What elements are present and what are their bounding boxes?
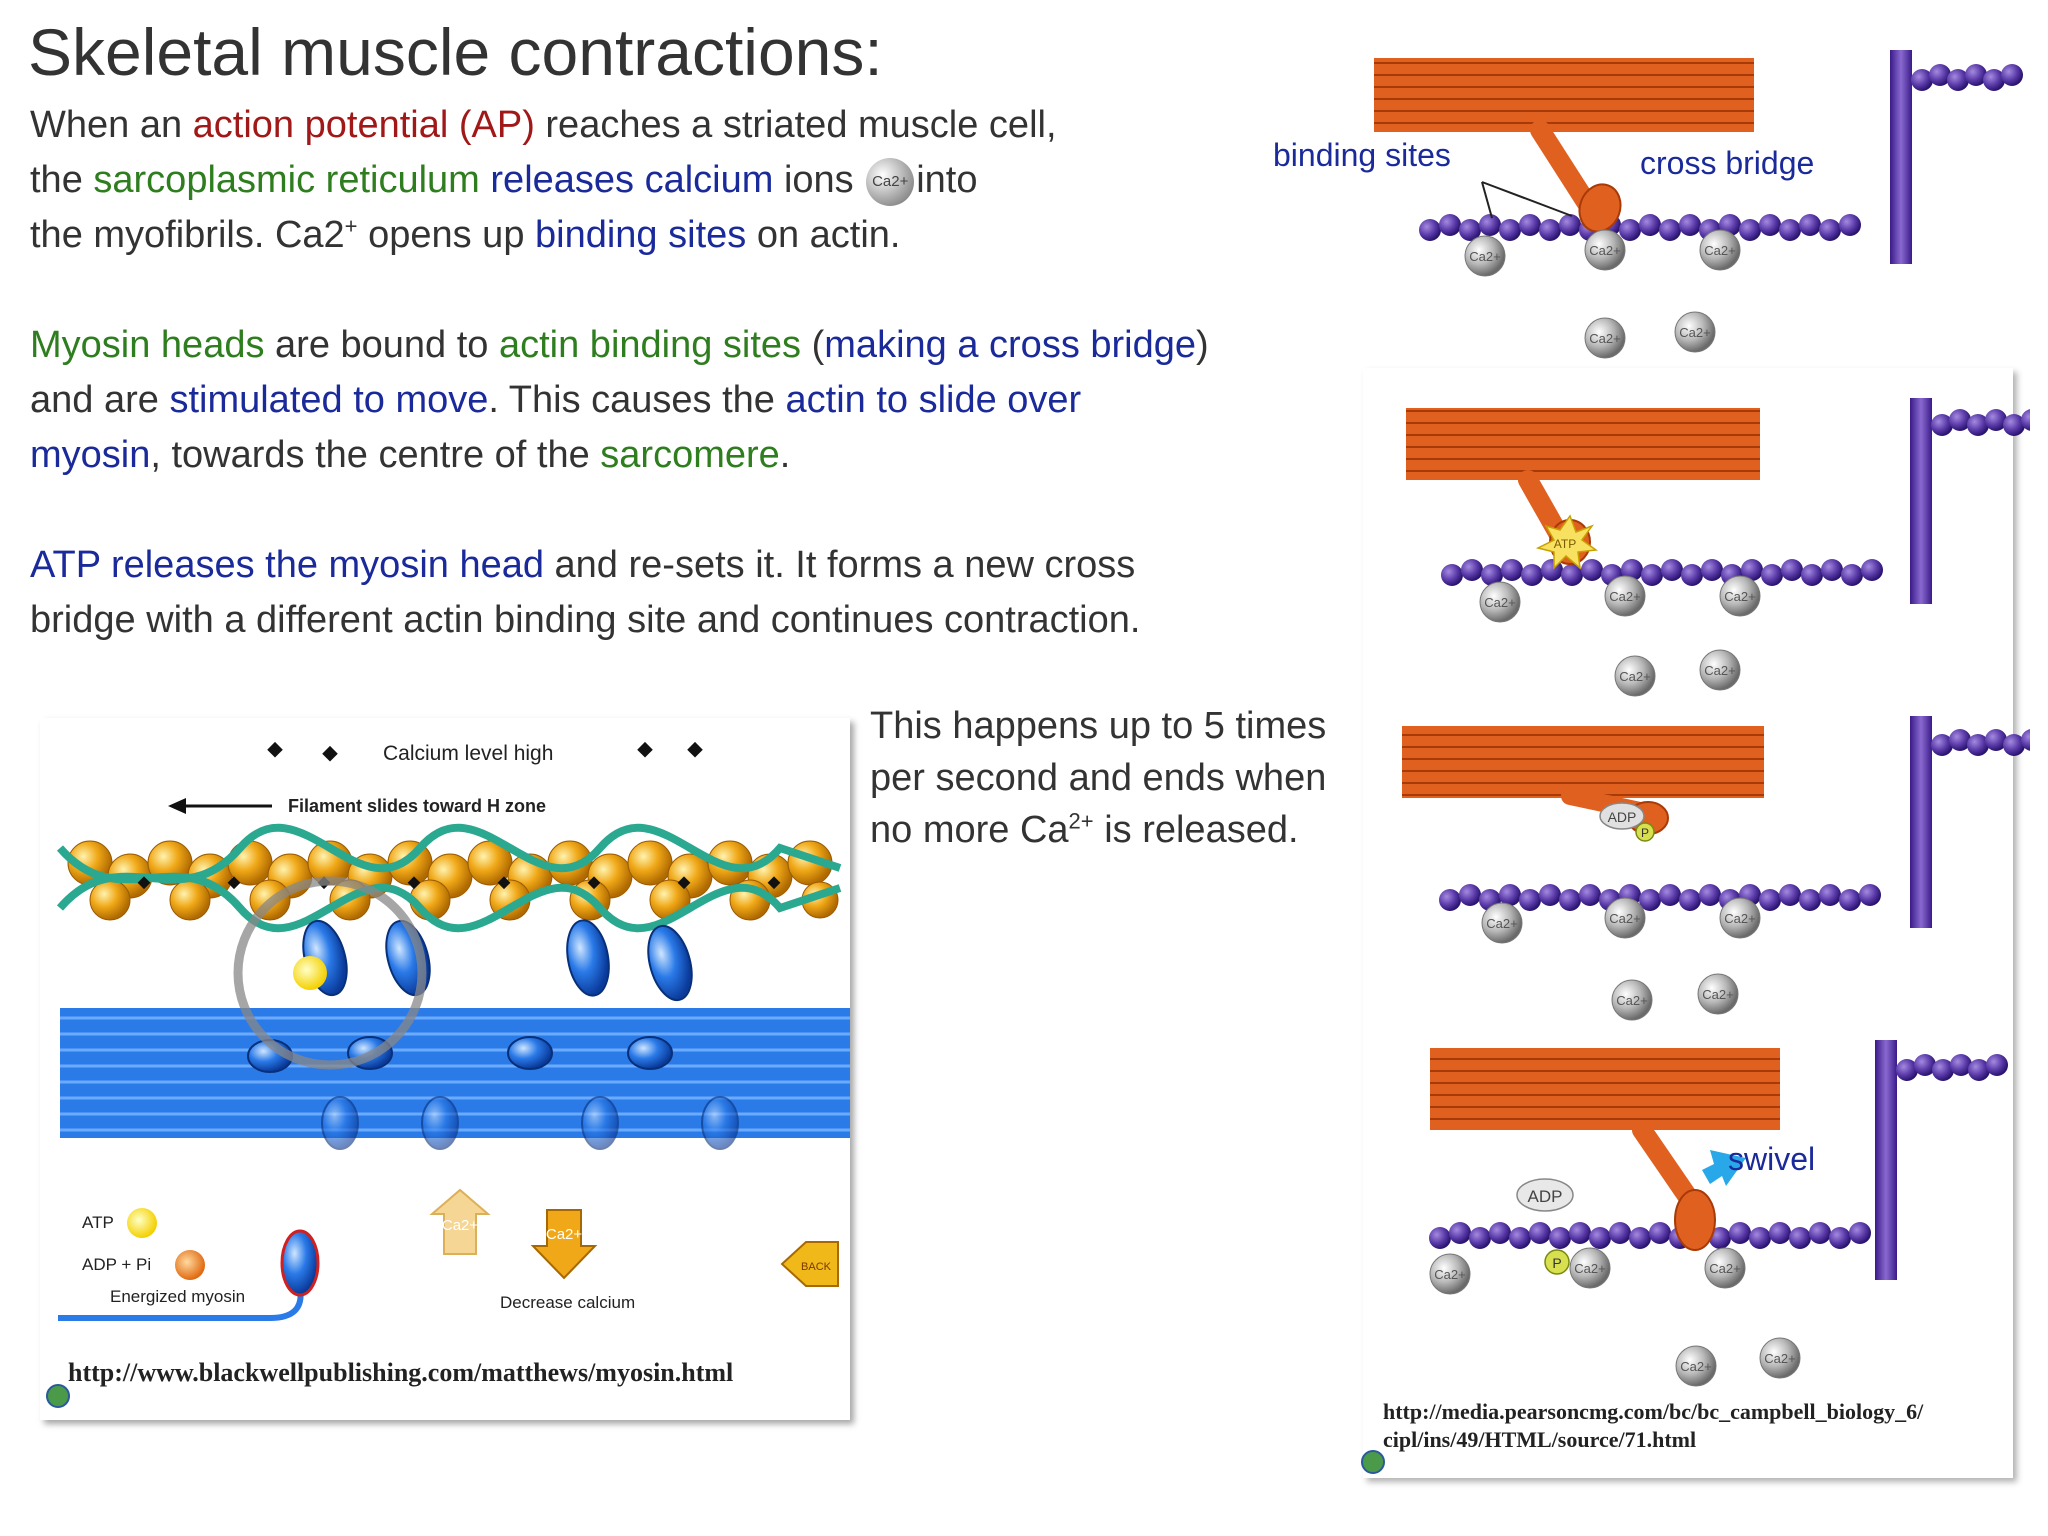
globe-icon-right [1361,1450,1385,1474]
energized-myosin-icon [58,1229,320,1321]
calcium-ion-labels: Ca2+ Ca2+ Ca2+ Ca2+ Ca2+ Ca2+ Ca2+ Ca2+ Ca2+ C… [1434,243,1795,1374]
svg-text:Ca2+: Ca2+ [1616,993,1647,1008]
back-button[interactable]: BACK [780,1241,839,1287]
svg-text:Ca2+: Ca2+ [1434,1267,1465,1282]
stage-2-atp: ATP [1406,398,2043,697]
adp-released-icon [1516,1178,1574,1212]
svg-text:Ca2+: Ca2+ [1609,589,1640,604]
term-actin-slide: actin to slide over [785,379,1082,421]
svg-text:Ca2+: Ca2+ [1574,1261,1605,1276]
legend-adp-icon [175,1250,205,1280]
svg-text:Ca2+: Ca2+ [1679,325,1710,340]
svg-text:Ca2+: Ca2+ [1609,911,1640,926]
svg-text:Ca2+: Ca2+ [1589,331,1620,346]
frequency-note: This happens up to 5 times per second an… [870,705,1327,851]
term-actin-binding-sites: actin binding sites [498,324,802,366]
svg-text:Ca2+: Ca2+ [1702,987,1733,1002]
svg-text:P: P [1641,826,1649,840]
svg-text:Ca2+: Ca2+ [1724,589,1755,604]
term-releases-calcium: releases calcium [490,159,774,201]
term-atp-releases: ATP releases the myosin head [30,544,544,586]
svg-text:Ca2+: Ca2+ [1484,595,1515,610]
binding-sites-label: binding sites [1273,137,1451,173]
svg-text:Ca2+: Ca2+ [1469,249,1500,264]
svg-text:Ca2+: Ca2+ [1619,669,1650,684]
actin-filament [56,823,842,933]
filament-slides-label: Filament slides toward H zone [288,796,546,816]
term-myosin-heads: Myosin heads [30,324,265,366]
calcium-level-label: Calcium level high [383,742,553,765]
term-stimulated-to-move: stimulated to move [169,379,489,421]
cross-bridge-cycle-diagram: binding sites cross bridge ATP ADP [1270,40,2043,1480]
paragraph-cross-bridge: Myosin heads are bound to actin binding … [30,324,1209,476]
increase-calcium-button[interactable]: Ca2+ [429,1188,491,1255]
svg-text:Ca2+: Ca2+ [1709,1261,1740,1276]
svg-text:Ca2+: Ca2+ [442,1217,479,1234]
legend-myosin-label: Energized myosin [110,1287,245,1306]
swivel-label: swivel [1728,1141,1815,1177]
svg-text:Ca2+: Ca2+ [1589,243,1620,258]
decrease-calcium-label: Decrease calcium [500,1293,635,1312]
legend-adp-label: ADP + Pi [82,1255,151,1274]
myosin-heads [247,919,739,1150]
svg-text:P: P [1552,1255,1561,1271]
term-myosin: myosin [30,434,151,476]
svg-text:Ca2+: Ca2+ [1486,916,1517,931]
decrease-calcium-button[interactable]: Ca2+ [530,1209,598,1280]
paragraph-calcium-release: When an action potential (AP) reaches a … [30,104,1057,256]
cross-bridge-cycle-figure [1363,368,2013,1478]
swivel-arrow-icon [1702,1150,1746,1186]
highlight-circle [233,876,427,1070]
stage-4-swivel: swivel ADP P [1429,1040,2008,1387]
svg-text:Ca2+: Ca2+ [1764,1351,1795,1366]
svg-text:ATP: ATP [1554,537,1576,551]
term-action-potential: action potential (AP) [192,104,535,146]
adp-molecule-icon [1599,802,1645,830]
svg-text:Ca2+: Ca2+ [546,1226,583,1243]
cycle-stages-svg: binding sites cross bridge ATP ADP [1273,50,2043,1474]
cross-bridge-label: cross bridge [1640,145,1814,181]
svg-text:Ca2+: Ca2+ [1724,911,1755,926]
svg-text:ADP: ADP [1608,809,1637,825]
calcium-ion-icon: Ca2+ [866,157,915,206]
term-binding-sites: binding sites [535,214,747,256]
phosphate-released-icon [1544,1249,1570,1275]
stage-1-binding: binding sites cross bridge [1273,50,2023,359]
term-sarcoplasmic-reticulum: sarcoplasmic reticulum [93,159,480,201]
svg-text:Ca2+: Ca2+ [1680,1359,1711,1374]
svg-text:BACK: BACK [801,1261,832,1273]
paragraph-atp: ATP releases the myosin head and re-sets… [30,544,1141,641]
stage-3-adp: ADP P [1402,716,2043,1021]
legend-atp-label: ATP [82,1213,114,1232]
term-making-cross-bridge: making a cross bridge [824,324,1197,366]
slide-direction-arrow [168,798,272,814]
sliding-filament-diagram: Calcium level high Filament slides towar… [46,741,850,1408]
sliding-filament-figure: Calcium level high Filament slides towar… [40,718,850,1420]
phosphate-icon [1635,822,1655,842]
legend-atp-icon [127,1208,157,1238]
source-url-left[interactable]: http://www.blackwellpublishing.com/matth… [68,1358,734,1387]
svg-text:Ca2+: Ca2+ [1704,243,1735,258]
globe-icon [46,1384,70,1408]
slide-title: Skeletal muscle contractions: [28,15,883,89]
term-sarcomere: sarcomere [600,434,780,476]
svg-text:ADP: ADP [1528,1187,1563,1206]
svg-text:Ca2+: Ca2+ [1704,663,1735,678]
atp-molecule [293,956,327,990]
source-url-right[interactable]: http://media.pearsoncmg.com/bc/bc_campbe… [1383,1399,1924,1452]
atp-burst-icon [1535,514,1599,570]
